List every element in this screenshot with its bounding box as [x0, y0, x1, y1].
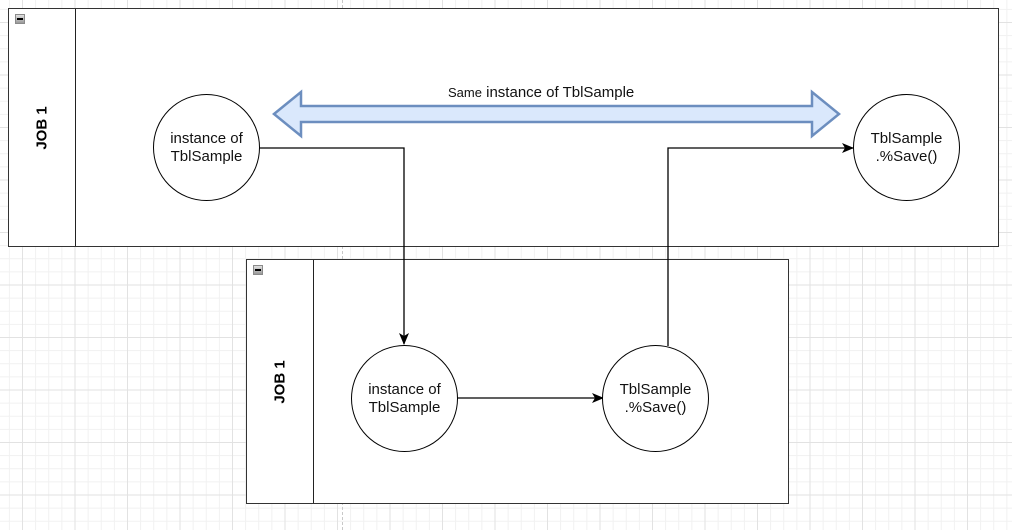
node-bottom-save[interactable]: TblSample.%Save(): [602, 345, 709, 452]
pool-header[interactable]: JOB 1: [9, 9, 76, 246]
double-arrow-label: Same instance of TblSample: [448, 84, 635, 101]
node-top-save[interactable]: TblSample.%Save(): [853, 94, 960, 201]
pool-header[interactable]: JOB 1: [247, 260, 314, 503]
collapse-icon[interactable]: [253, 265, 263, 275]
collapse-icon[interactable]: [15, 14, 25, 24]
connector-top-instance-to-bottom-instance[interactable]: [259, 147, 409, 345]
double-arrow-shape[interactable]: [272, 89, 841, 139]
connector-bottom-save-to-top-save[interactable]: [667, 143, 854, 346]
